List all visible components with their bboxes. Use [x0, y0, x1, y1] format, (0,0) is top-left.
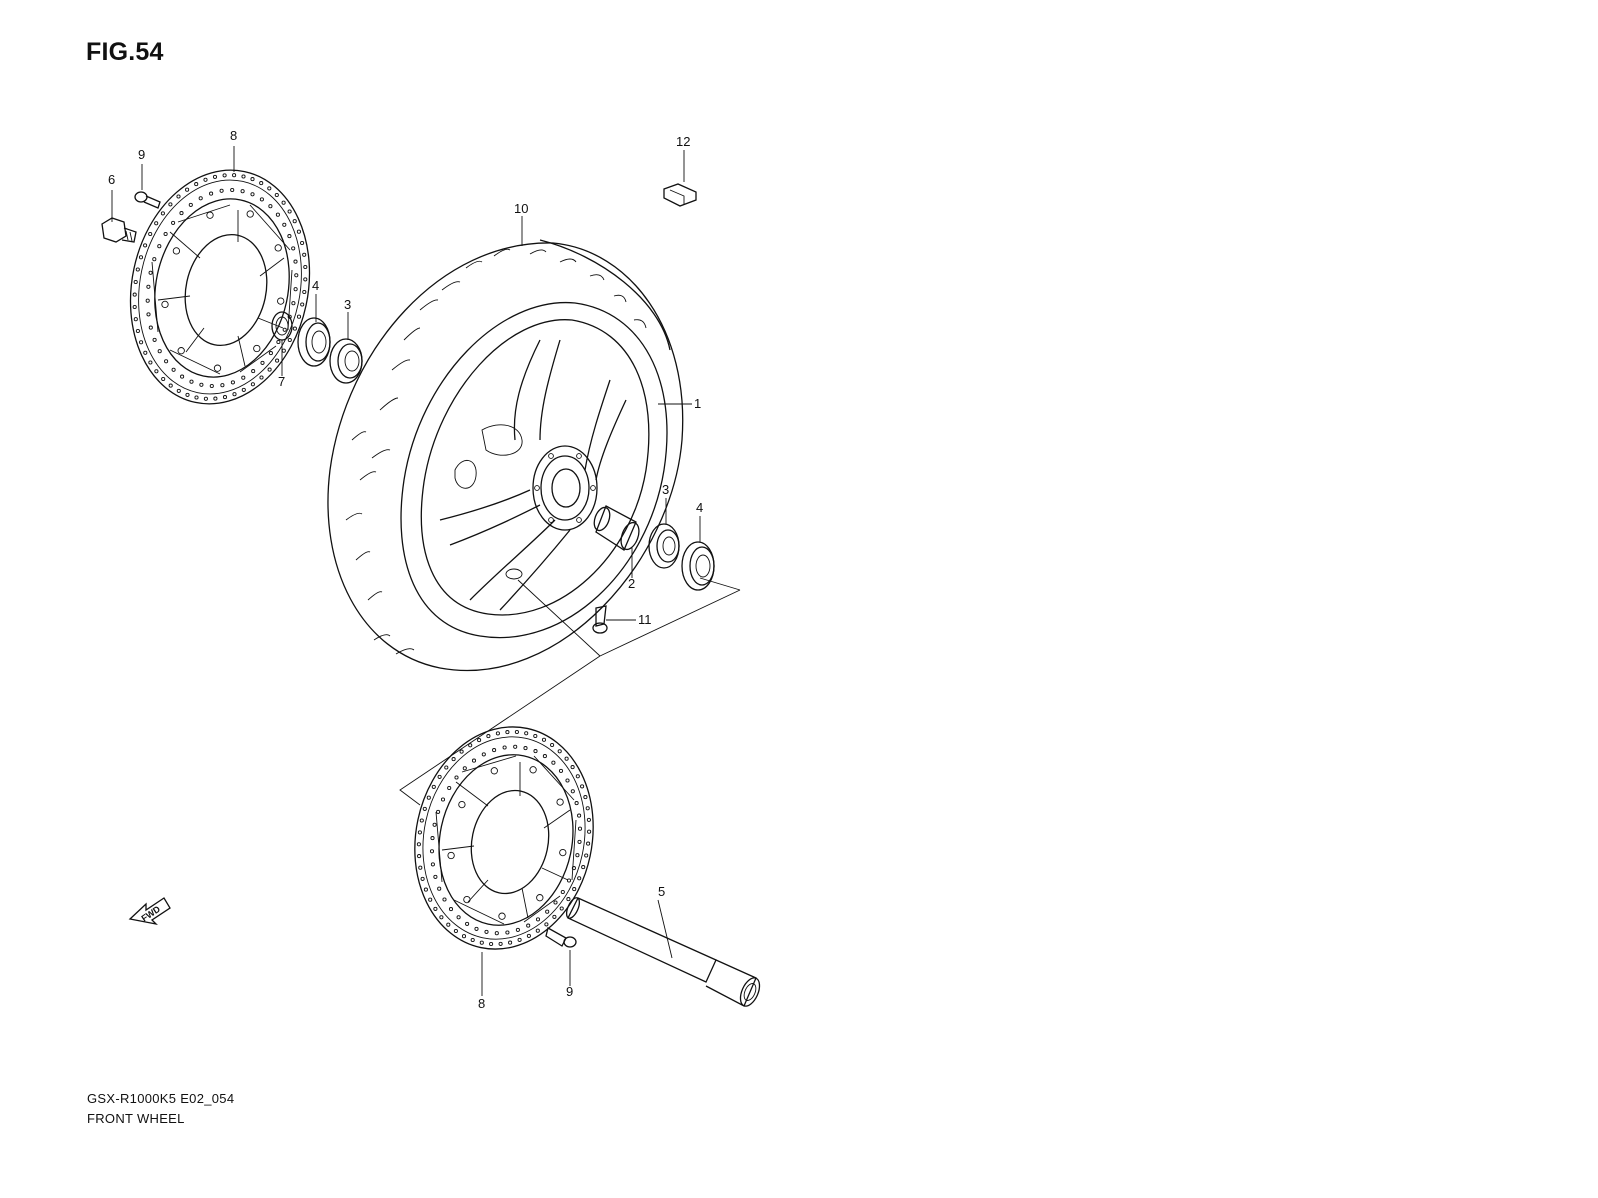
bearing-3-upper: [329, 338, 363, 384]
callout-10: 10: [514, 201, 528, 216]
callout-9-upper: 9: [138, 147, 145, 162]
spacer-2: [593, 505, 640, 551]
callout-11: 11: [638, 612, 652, 627]
leader-lines: [111, 146, 701, 996]
brake-disc-lower: [414, 726, 594, 950]
bolt-9-lower: [545, 927, 577, 948]
model-code: GSX-R1000K5 E02_054: [87, 1091, 235, 1106]
assembly-guide-lines: [399, 577, 741, 806]
brake-disc-upper: [129, 169, 311, 405]
wheel-rim-1: [400, 301, 668, 639]
callout-8-lower: 8: [478, 996, 485, 1011]
bearing-3-lower: [648, 523, 680, 569]
callout-4-upper: 4: [312, 278, 319, 293]
axle-5: [565, 897, 761, 1007]
bolt-9-upper: [134, 191, 161, 209]
figure-name: FRONT WHEEL: [87, 1111, 185, 1126]
callout-4-lower: 4: [696, 500, 703, 515]
callout-6: 6: [108, 172, 115, 187]
oil-seal-4-lower: [681, 541, 715, 591]
callout-8-upper: 8: [230, 128, 237, 143]
callout-3-lower: 3: [662, 482, 669, 497]
callout-1: 1: [694, 396, 701, 411]
figure-footer: GSX-R1000K5 E02_054 FRONT WHEEL: [87, 1089, 234, 1129]
bolt-6: [101, 217, 137, 243]
callout-3-upper: 3: [344, 297, 351, 312]
callout-12: 12: [676, 134, 690, 149]
tire-10: [327, 239, 684, 671]
callout-7: 7: [278, 374, 285, 389]
callout-9-lower: 9: [566, 984, 573, 999]
balancer-weight-12: [663, 183, 697, 207]
figure-title: FIG.54: [86, 38, 164, 66]
valve-11: [592, 605, 608, 634]
callout-2: 2: [628, 576, 635, 591]
oil-seal-4-upper: [297, 317, 331, 367]
fwd-arrow-icon: FWD: [128, 897, 171, 926]
callout-5: 5: [658, 884, 665, 899]
